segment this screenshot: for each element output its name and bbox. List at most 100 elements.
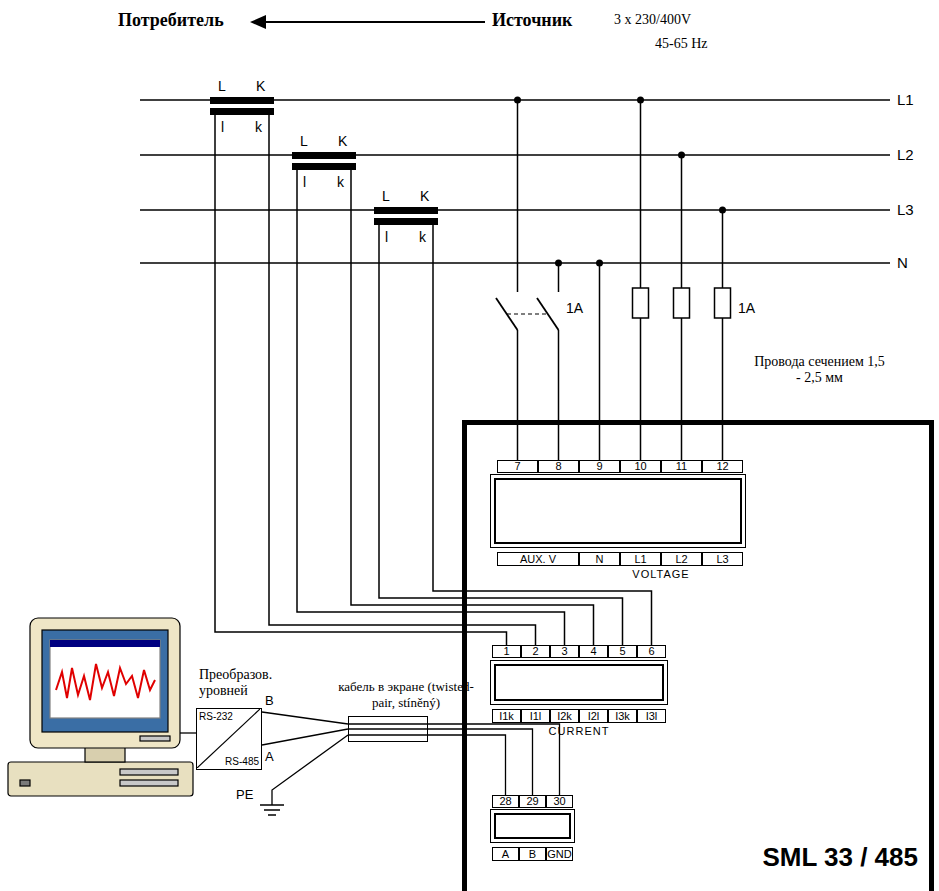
device-name: SML 33 / 485 [762, 842, 918, 873]
ct-terminal: l [385, 229, 388, 245]
pin-number: 29 [519, 795, 546, 808]
line-name: L3 [897, 201, 914, 218]
fuse-symbol [715, 288, 731, 318]
converter-diagonal [197, 709, 260, 768]
housing-frame [462, 420, 934, 891]
power-line [140, 209, 890, 211]
terminal-name: L2 [661, 552, 702, 566]
fuse-symbol [633, 288, 731, 318]
current-terminal-block: I1kI1lI2kI2lI3kI3lCURRENT [490, 660, 668, 738]
voltage-wire [599, 263, 601, 460]
ground-symbol [264, 809, 280, 811]
meter-housing: SML 33 / 485 AUX. VNL1L2L3VOLTAGE I1kI1lI2… [462, 420, 934, 891]
rating-label: 1A [566, 300, 583, 316]
junction-dot [514, 97, 726, 267]
terminal-name: B [519, 847, 546, 861]
ground-symbol [260, 804, 284, 806]
circuit-breaker [507, 313, 548, 314]
current-transformer [210, 97, 438, 225]
current-transformer [292, 152, 356, 159]
level-converter: Преобразов. уровнейRS-232RS-485 [196, 708, 262, 770]
pin-number: 9 [579, 460, 620, 473]
pin-number: 2 [521, 645, 550, 658]
pin-number: 7 [497, 460, 538, 473]
terminal-name: I2k [550, 709, 579, 723]
direction-arrow [262, 21, 485, 23]
current-transformer [210, 97, 274, 104]
ct-wire [379, 225, 623, 645]
junction-dot [637, 97, 644, 104]
terminal-name: GND [546, 847, 573, 861]
ct-terminal: K [338, 133, 347, 149]
terminal-name: I3k [608, 709, 637, 723]
ct-terminal: K [420, 188, 429, 204]
terminal-name: I1k [492, 709, 521, 723]
bus-terminal-block: ABGND [490, 795, 575, 861]
ct-terminal: k [337, 174, 344, 190]
computer-picture [20, 780, 30, 786]
computer-picture [140, 736, 170, 741]
current-transformer [292, 163, 356, 170]
circuit-breaker [537, 298, 559, 330]
circuit-breaker [496, 298, 559, 330]
data-wire [262, 729, 348, 745]
shielded-cable: кабель в экране (twisted-pair, stíněný) [348, 716, 428, 742]
port-name: RS-485 [225, 756, 259, 767]
power-line [140, 262, 890, 264]
ct-terminal: K [256, 78, 265, 94]
port-name: RS-232 [199, 711, 233, 722]
line-name: L1 [897, 91, 914, 108]
ct-terminal: l [303, 174, 306, 190]
ground-symbol [268, 814, 276, 816]
ct-wire [351, 170, 594, 645]
pin-number: 8 [538, 460, 579, 473]
junction-dot [719, 207, 726, 214]
data-wire [348, 734, 428, 735]
rating-label: 1A [738, 300, 755, 316]
ct-terminal: L [218, 78, 226, 94]
terminal-name: A [492, 847, 519, 861]
voltage-wire [517, 100, 519, 292]
terminal-name: I1l [521, 709, 550, 723]
data-wire [180, 732, 196, 733]
current-transformer [210, 108, 274, 115]
pin-number: 30 [546, 795, 573, 808]
direction-arrow [250, 15, 485, 29]
voltage-wire [558, 263, 560, 292]
flow-label: Источник [492, 10, 572, 31]
junction-dot [555, 260, 562, 267]
signal-name: PE [236, 787, 253, 802]
computer-picture [56, 664, 155, 700]
pin-number: 4 [579, 645, 608, 658]
ct-terminal: L [300, 133, 308, 149]
data-wire [428, 729, 533, 795]
junction-dot [514, 97, 521, 104]
voltage-wire [558, 330, 560, 460]
computer-picture [42, 630, 168, 732]
ct-terminal: L [382, 188, 390, 204]
computer-picture [120, 769, 178, 775]
ct-wire [297, 170, 565, 645]
junction-dot [596, 260, 603, 267]
terminal-body [490, 660, 668, 705]
ground-symbol [260, 805, 284, 815]
data-wire [348, 723, 428, 724]
data-wire [428, 724, 560, 795]
ct-wire [215, 115, 652, 645]
pin-number: 5 [608, 645, 637, 658]
cable-note: кабель в экране (twisted-pair, stíněný) [331, 679, 481, 711]
pin-number: 3 [550, 645, 579, 658]
signal-name: A [265, 749, 274, 764]
terminal-body [490, 809, 575, 843]
pin-number: 6 [637, 645, 666, 658]
terminal-body [490, 474, 746, 548]
signal-name: B [265, 693, 274, 708]
converter-heading: Преобразов. уровней [199, 667, 309, 699]
power-line [140, 100, 890, 263]
voltage-terminal-block: AUX. VNL1L2L3VOLTAGE [490, 474, 746, 582]
ct-terminal: k [419, 229, 426, 245]
computer-picture [50, 640, 160, 718]
pin-number: 28 [492, 795, 519, 808]
supply-rating: 3 x 230/400V [614, 12, 691, 28]
flow-label: Потребитель [118, 10, 224, 31]
